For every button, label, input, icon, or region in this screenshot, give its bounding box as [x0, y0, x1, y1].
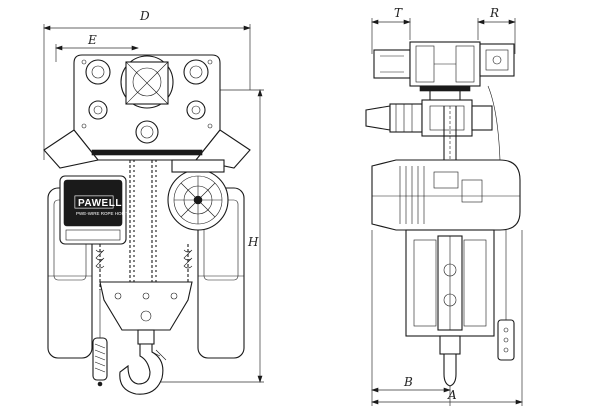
- trolley-frame: [43, 54, 251, 169]
- label-t: T: [394, 6, 403, 20]
- drum-gear: [167, 159, 229, 231]
- dimension-r: R: [477, 6, 516, 54]
- hook-block: [99, 281, 193, 345]
- front-view: D E H: [43, 9, 264, 395]
- dimension-a: A: [371, 230, 523, 406]
- side-view: T R: [365, 6, 523, 406]
- label-d: D: [139, 9, 150, 23]
- side-trolley: [373, 41, 515, 106]
- load-chains: [95, 160, 193, 290]
- lifting-hook: [119, 343, 167, 395]
- label-a: A: [447, 388, 457, 402]
- side-gearbox: [405, 229, 495, 337]
- label-e: E: [87, 33, 97, 47]
- label-h: H: [247, 235, 259, 249]
- side-pendant: [487, 85, 515, 361]
- side-motor: [371, 159, 521, 231]
- brand-logo-text: PAWELL: [78, 198, 122, 209]
- label-r: R: [489, 6, 499, 20]
- dimension-e: E: [55, 33, 139, 62]
- brand-control-box: PAWELL PWE-WIRE ROPE HOIST: [59, 175, 129, 245]
- dimension-t: T: [371, 6, 411, 54]
- label-b: B: [403, 375, 413, 389]
- side-hook-column: [439, 106, 461, 387]
- pendant-control-front: [92, 290, 108, 387]
- model-line-text: PWE-WIRE ROPE HOIST: [76, 211, 129, 216]
- dimension-d: D: [43, 9, 251, 160]
- side-beam: [365, 99, 493, 137]
- dimension-b: B: [371, 230, 451, 406]
